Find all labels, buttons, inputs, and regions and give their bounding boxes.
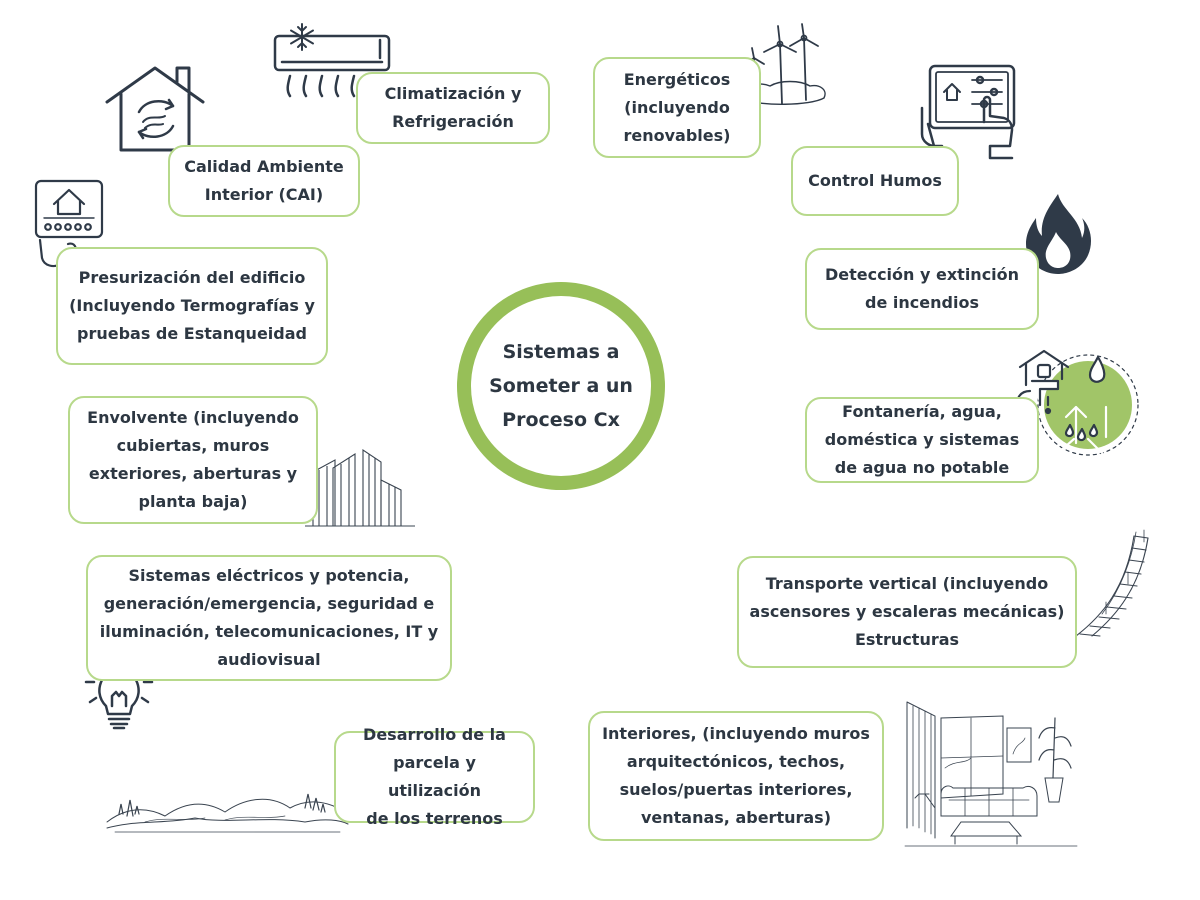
box-calidad-ambiente: Calidad Ambiente Interior (CAI) (168, 145, 360, 217)
living-room-sketch-icon (904, 698, 1078, 848)
box-control-humos: Control Humos (791, 146, 959, 216)
buildings-sketch-icon (305, 440, 415, 530)
flame-icon (1022, 192, 1094, 274)
smart-home-tablet-icon (920, 64, 1016, 160)
thermostat-icon (30, 178, 106, 270)
landscape-sketch-icon (105, 778, 350, 834)
box-energeticos: Energéticos (incluyendo renovables) (593, 57, 761, 158)
box-fontaneria: Fontanería, agua, doméstica y sistemas d… (805, 397, 1039, 483)
center-title: Sistemas a Someter a un Proceso Cx (489, 341, 633, 431)
box-presurizacion: Presurización del edificio (Incluyendo T… (56, 247, 328, 365)
air-conditioner-icon (272, 20, 397, 100)
box-deteccion-incendios: Detección y extinción de incendios (805, 248, 1039, 330)
plumbing-water-icon (1010, 345, 1139, 467)
box-desarrollo-parcela: Desarrollo de la parcela y utilización d… (334, 725, 535, 828)
box-climatizacion: Climatización y Refrigeración (356, 72, 550, 144)
box-electricos: Sistemas eléctricos y potencia, generaci… (86, 555, 452, 681)
box-interiores: Interiores, (incluyendo muros arquitectó… (588, 711, 884, 841)
center-ring: Sistemas a Someter a un Proceso Cx (457, 282, 665, 490)
staircase-sketch-icon (1062, 528, 1154, 640)
house-air-circulation-icon (103, 64, 208, 156)
box-envolvente: Envolvente (incluyendo cubiertas, muros … (68, 396, 318, 524)
wind-turbine-icon (740, 22, 830, 112)
box-transporte-vertical: Transporte vertical (incluyendo ascensor… (737, 556, 1077, 668)
